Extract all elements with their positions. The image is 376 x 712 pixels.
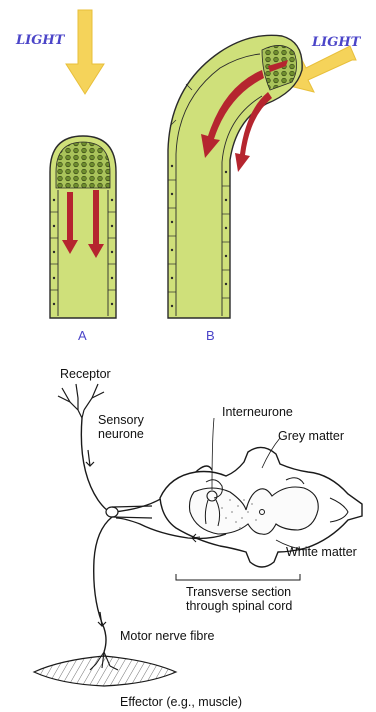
label-white-matter: White matter (286, 545, 357, 559)
label-sensory-line1: Sensory (98, 413, 145, 427)
label-motor-nerve-fibre: Motor nerve fibre (120, 629, 215, 643)
shoot-a-tip-cells (56, 142, 110, 188)
phototropism-figure: LIGHT LIGHT A (15, 10, 362, 343)
label-interneurone: Interneurone (222, 405, 293, 419)
label-grey-matter: Grey matter (278, 429, 344, 443)
grey-matter-region (190, 487, 319, 534)
shoot-a: A (50, 136, 116, 343)
label-receptor: Receptor (60, 367, 111, 381)
label-sensory-line2: neurone (98, 427, 144, 441)
panel-label-a: A (78, 328, 87, 343)
label-section-line2: through spinal cord (186, 599, 292, 613)
light-label-left: LIGHT (15, 33, 66, 48)
motor-nerve-fibre (94, 517, 112, 652)
shoot-b: B (168, 35, 302, 343)
section-bracket (176, 574, 300, 580)
panel-label-b: B (206, 328, 215, 343)
label-section-line1: Transverse section (186, 585, 291, 599)
effector-muscle (34, 656, 176, 686)
light-label-right: LIGHT (311, 35, 362, 50)
label-effector: Effector (e.g., muscle) (120, 695, 242, 709)
light-arrow-down (66, 10, 104, 94)
